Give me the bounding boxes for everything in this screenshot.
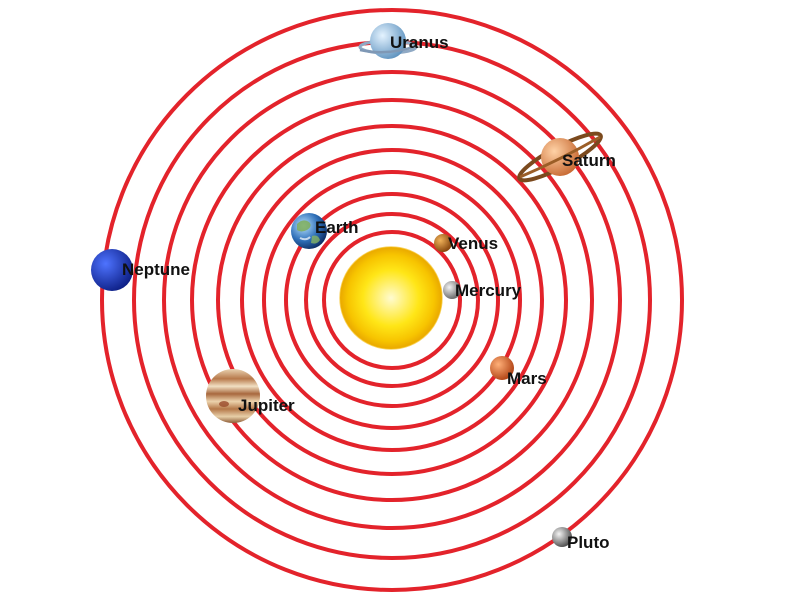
orbit-ring — [240, 148, 544, 452]
venus-icon — [434, 234, 452, 252]
mercury-icon — [443, 281, 461, 299]
neptune-label: Neptune — [122, 260, 190, 279]
mars-icon — [490, 356, 514, 380]
earth-icon — [291, 213, 327, 249]
jupiter-label: Jupiter — [238, 396, 295, 415]
saturn-icon — [517, 131, 603, 183]
venus-label: Venus — [448, 234, 498, 253]
orbit-rings — [100, 8, 684, 592]
orbit-ring — [284, 192, 500, 408]
uranus-label: Uranus — [390, 33, 449, 52]
orbit-ring — [322, 230, 462, 370]
orbit-ring — [262, 170, 522, 430]
uranus-icon — [358, 23, 418, 59]
mercury-label: Mercury — [455, 281, 522, 300]
sun-icon — [339, 246, 443, 350]
neptune-icon — [91, 249, 133, 291]
orbit-ring — [100, 8, 684, 592]
jupiter-icon — [206, 369, 260, 423]
earth-label: Earth — [315, 218, 358, 237]
saturn-label: Saturn — [562, 151, 616, 170]
orbit-ring — [190, 98, 594, 502]
mars-label: Mars — [507, 369, 547, 388]
orbit-ring — [216, 124, 568, 476]
orbit-ring — [304, 212, 480, 388]
orbit-ring — [162, 70, 622, 530]
pluto-label: Pluto — [567, 533, 610, 552]
pluto-icon — [552, 527, 572, 547]
